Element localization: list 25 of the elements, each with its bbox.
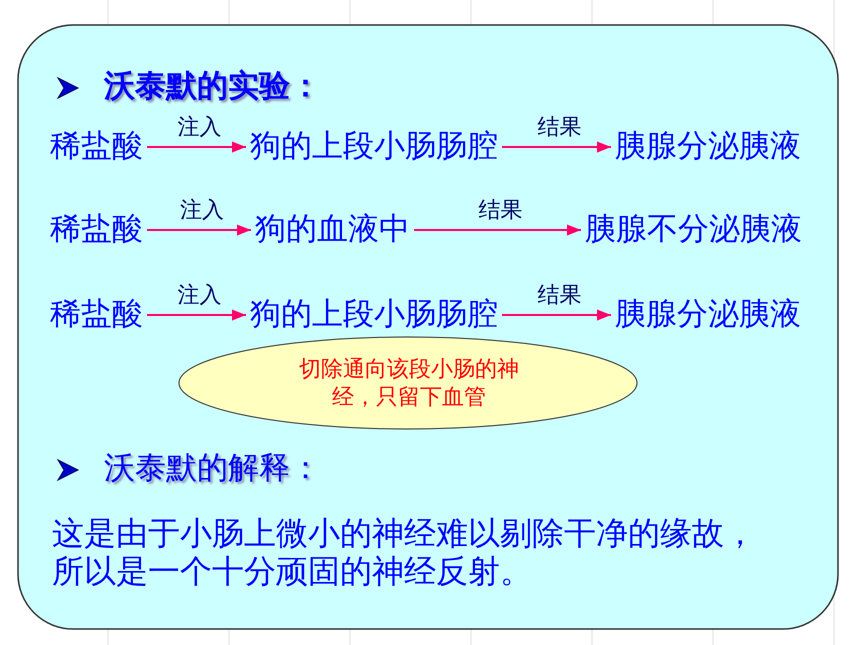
arrow — [147, 224, 251, 236]
step-text: 胰腺分泌胰液 — [615, 297, 801, 332]
arrow — [147, 141, 246, 153]
step-text: 狗的血液中 — [255, 212, 410, 246]
section-heading: 沃泰默的实验： — [104, 68, 321, 106]
note-text: 切除通向该段小肠的神经，只留下血管 — [298, 356, 520, 411]
step-text: 稀盐酸 — [50, 129, 143, 164]
edge-label: 结果 — [538, 117, 582, 140]
arrow — [502, 309, 611, 321]
edge-label: 结果 — [478, 200, 522, 222]
section-heading: 沃泰默的解释： — [104, 450, 321, 488]
explanation-text: 这是由于小肠上微小的神经难以剔除干净的缘故，所以是一个十分顽固的神经反射。 — [52, 514, 757, 591]
edge-label: 结果 — [538, 285, 582, 308]
edge-label: 注入 — [180, 200, 224, 222]
step-text: 稀盐酸 — [50, 297, 143, 332]
edge-label: 注入 — [178, 285, 222, 308]
step-text: 胰腺分泌胰液 — [615, 129, 801, 164]
step-text: 稀盐酸 — [50, 212, 143, 246]
arrow — [414, 224, 581, 236]
edge-label: 注入 — [178, 117, 222, 140]
step-text: 狗的上段小肠肠腔 — [250, 129, 498, 164]
arrow — [502, 141, 611, 153]
step-text: 狗的上段小肠肠腔 — [250, 297, 498, 332]
arrow — [147, 309, 246, 321]
step-text: 胰腺不分泌胰液 — [585, 212, 802, 246]
